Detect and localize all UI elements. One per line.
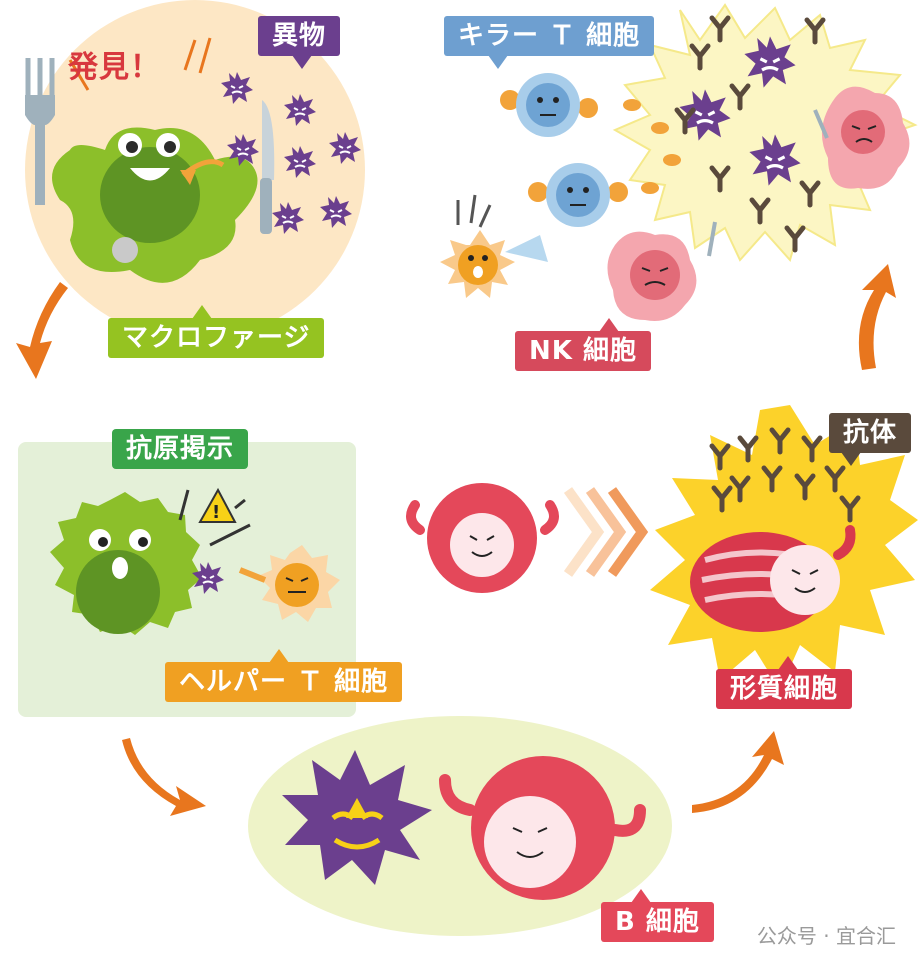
antigen-panel: ! (18, 442, 356, 717)
b-cell (439, 756, 646, 900)
foreign-body-label: 異物 (258, 16, 341, 69)
arrow-up-icon (858, 264, 896, 370)
svg-text:!: ! (212, 502, 220, 523)
warning-icon (346, 798, 368, 818)
b-cell-middle (406, 483, 559, 593)
helper-t-label: ヘルパー Ｔ 細胞 (165, 649, 403, 702)
signal-arrow-icon (238, 567, 267, 583)
megaphone-icon (505, 235, 548, 262)
alert-lines-icon (178, 489, 251, 547)
macrophage-presenting (50, 492, 225, 635)
b-cell-label: B 細胞 (601, 889, 714, 942)
arrow-down-right-icon (122, 738, 206, 816)
attack-burst (612, 3, 918, 263)
differentiation-chevrons (563, 487, 649, 577)
fork-icon (25, 58, 55, 205)
perforin-dots (623, 99, 681, 194)
nk-cell-label: NK 細胞 (515, 318, 651, 371)
shout-lines-icon (456, 194, 492, 228)
nk-cell (607, 221, 717, 321)
killer-t-cell (500, 73, 598, 137)
digested-particle (112, 237, 138, 263)
cycle-arrows (16, 264, 896, 816)
target-cell (813, 86, 910, 189)
discovery-label: 発見！ (68, 50, 161, 85)
signal-cell (440, 194, 548, 298)
alert-lines-icon (68, 37, 212, 91)
antibody-label: 抗体 (829, 413, 912, 466)
plasma-cell-label: 形質細胞 (716, 656, 853, 709)
arrow-up-right-icon (692, 731, 784, 813)
killer-t-cell (528, 163, 628, 227)
antigen-virus (282, 750, 432, 885)
plasma-panel (650, 405, 918, 690)
watermark: 公众号 · 宜合汇 (756, 924, 896, 948)
macrophage-label: マクロファージ (108, 305, 325, 358)
killer-panel (440, 3, 918, 321)
macrophage-cell (52, 127, 258, 283)
helper-t-cell (258, 545, 340, 622)
killer-t-label: キラー Ｔ 細胞 (444, 16, 655, 69)
b-cell-panel (248, 716, 672, 936)
warning-icon (198, 487, 237, 523)
plasma-cell (690, 525, 856, 632)
macrophage-panel (25, 0, 365, 340)
knife-icon (260, 100, 275, 234)
antigen-presentation-label: 抗原掲示 (112, 429, 249, 469)
arrow-down-left-icon (16, 282, 68, 379)
